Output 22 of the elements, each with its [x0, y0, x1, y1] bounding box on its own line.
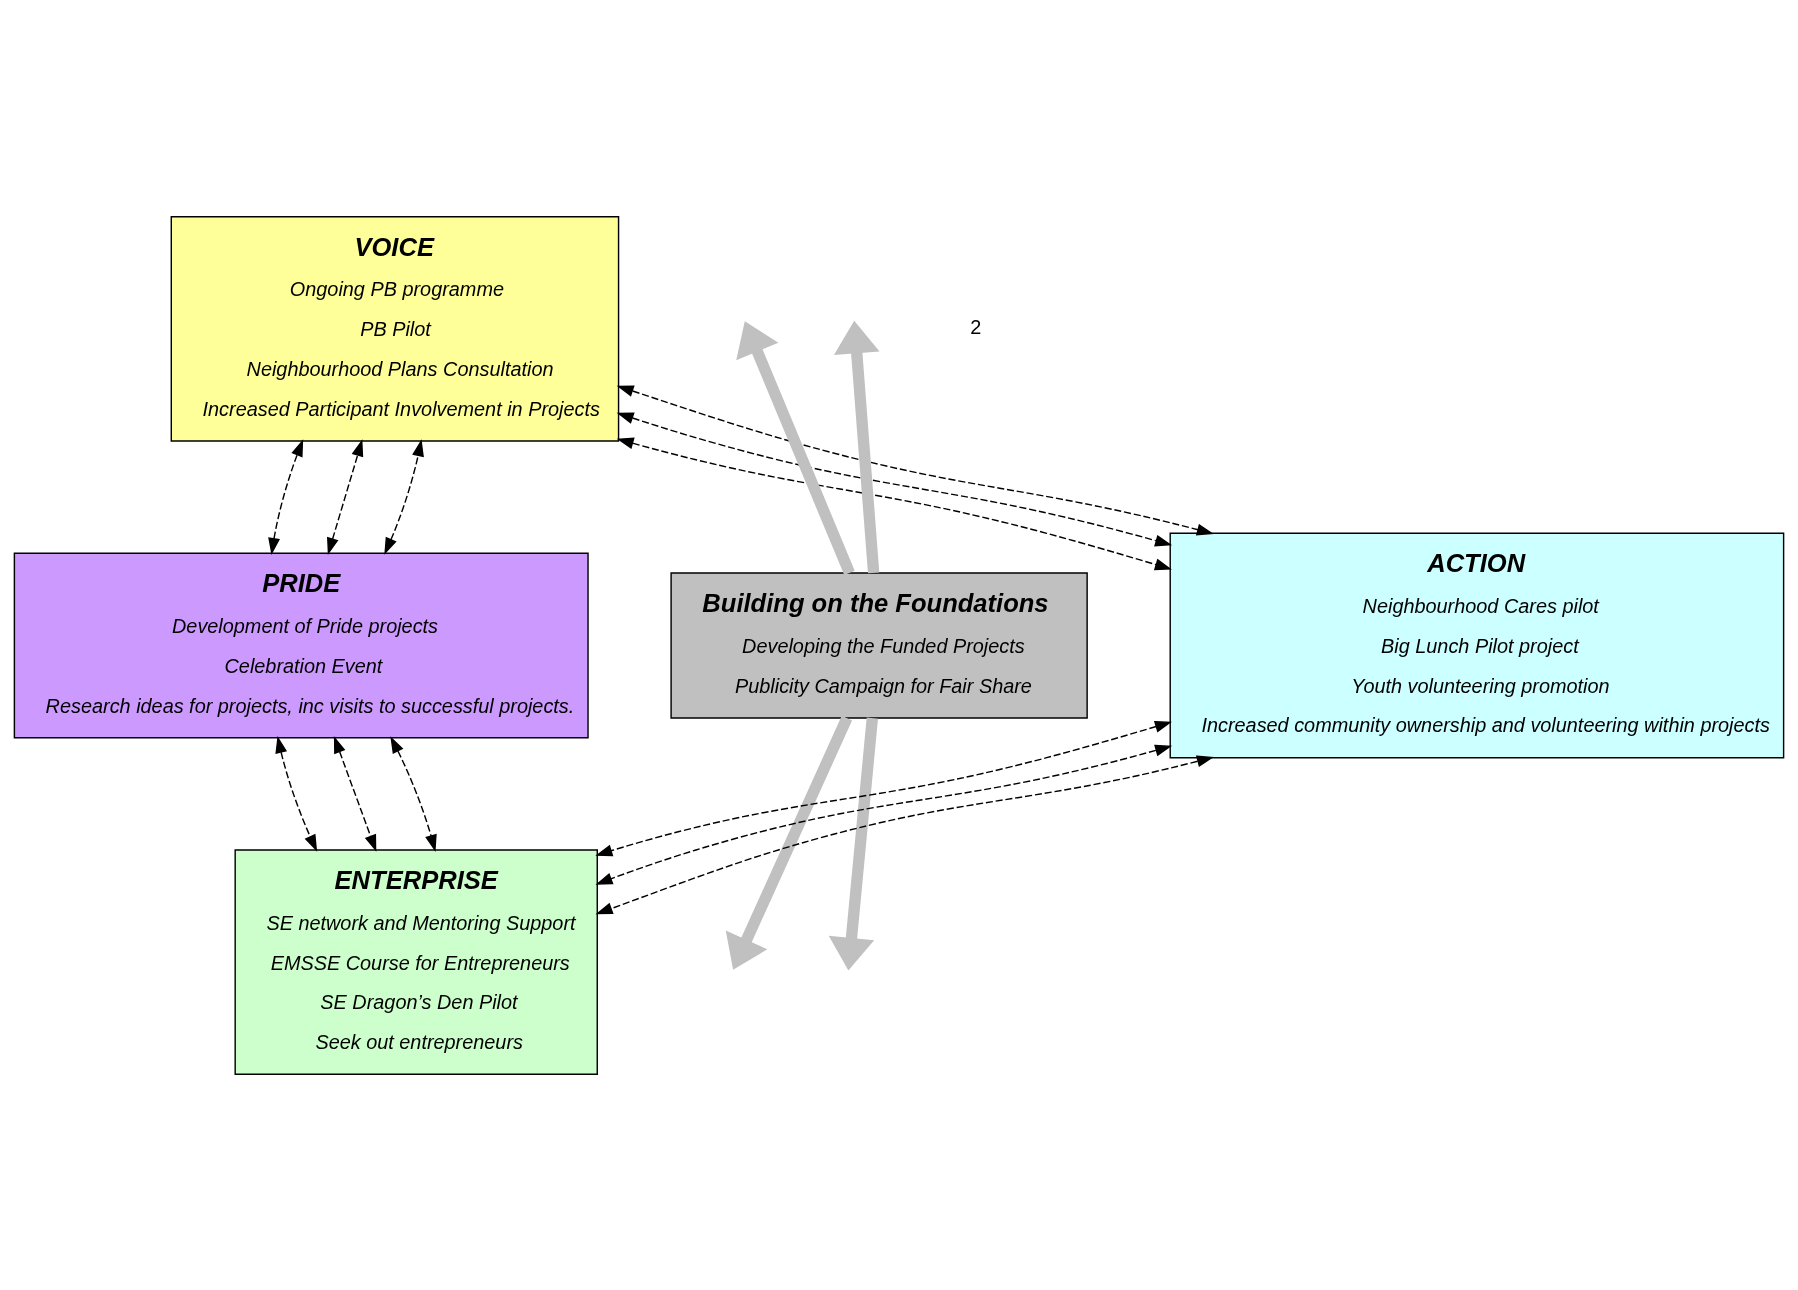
node-box: VOICE Ongoing PB programme PB Pilot Neighbourhood Plans Consultation Increased Participant Involvement in Projects [170, 215, 620, 442]
arrow [828, 717, 878, 970]
arrow [268, 438, 304, 555]
node-box: ENTERPRISE SE network and Mentoring Support EMSSE Course for Entrepreneurs SE Dragon’s Den Pilot Seek out entrepreneurs [234, 848, 598, 1075]
arrow [275, 735, 318, 852]
arrow [725, 715, 853, 970]
node-box: Building on the Foundations Developing the Funded Projects Publicity Campaign for Fair Share [670, 571, 1088, 719]
arrow [327, 438, 364, 555]
arrow [834, 320, 880, 573]
node-box: ACTION Neighbourhood Cares pilot Big Lunch Pilot project Youth volunteering promotion Increased community ownership and volunteering within projects [1169, 532, 1785, 758]
arrow [616, 411, 1173, 546]
arrow [595, 744, 1173, 885]
label: 2 [970, 315, 982, 338]
arrow [616, 437, 1172, 570]
arrow [384, 438, 424, 555]
arrow [595, 720, 1172, 856]
arrow [595, 755, 1214, 914]
arrow [616, 384, 1214, 535]
arrow [333, 735, 377, 852]
arrow [390, 735, 437, 852]
node-box: PRIDE Development of Pride projects Celebration Event Research ideas for projects, inc visits to successful projects. [13, 552, 589, 738]
arrow [736, 320, 855, 575]
